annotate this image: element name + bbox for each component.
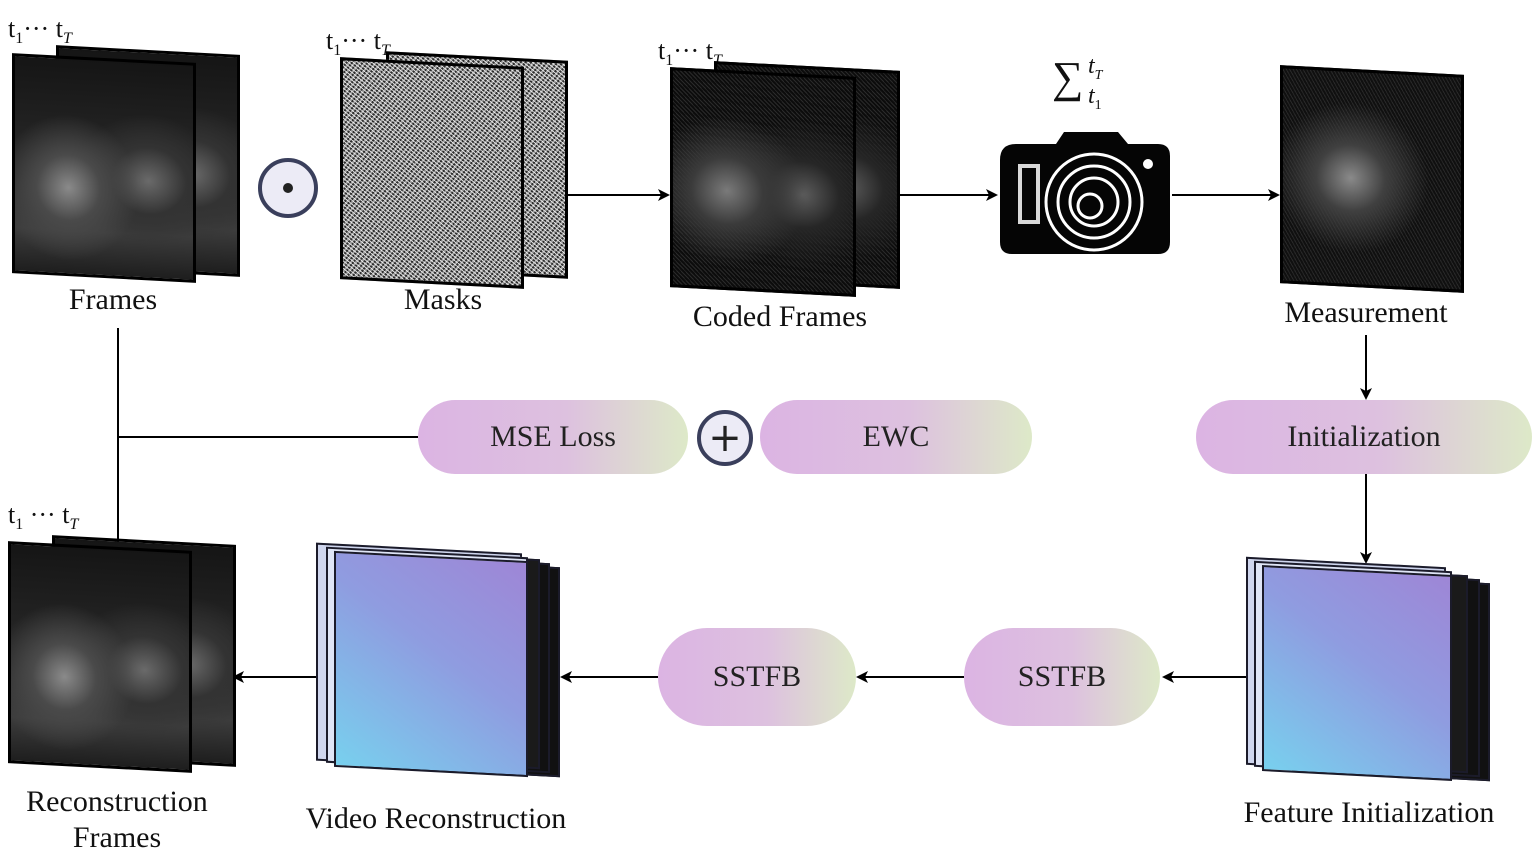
measurement-frame	[1280, 65, 1464, 293]
mask-front	[340, 57, 524, 289]
summation-label: ∑ tT t1	[1052, 53, 1103, 113]
reconstruction-frames-label: Reconstruction Frames	[26, 785, 208, 854]
video-reconstruction-label: Video Reconstruction	[305, 802, 567, 835]
sstfb-right-pill: SSTFB	[964, 628, 1160, 726]
plus-operator-icon: +	[697, 410, 753, 466]
hadamard-product-icon	[258, 158, 318, 218]
camera-icon	[1000, 132, 1170, 254]
measurement-label: Measurement	[1284, 296, 1448, 329]
initialization-pill: Initialization	[1196, 400, 1532, 474]
time-label-coded: t1··· tT	[658, 36, 722, 70]
time-label-recon: t1 ··· tT	[8, 500, 79, 534]
masks-label: Masks	[403, 283, 483, 316]
coded-front	[670, 67, 856, 297]
sstfb-left-pill: SSTFB	[658, 628, 856, 726]
time-label-frames: t1··· tT	[8, 14, 72, 48]
frames-label: Frames	[68, 283, 158, 316]
mse-loss-pill: MSE Loss	[418, 400, 688, 474]
time-label-masks: t1··· tT	[326, 26, 390, 60]
coded-frames-label: Coded Frames	[692, 300, 868, 333]
feature-initialization-label: Feature Initialization	[1243, 796, 1495, 829]
ewc-pill: EWC	[760, 400, 1032, 474]
frame-front	[12, 53, 196, 283]
recon-frame-front	[8, 541, 192, 773]
